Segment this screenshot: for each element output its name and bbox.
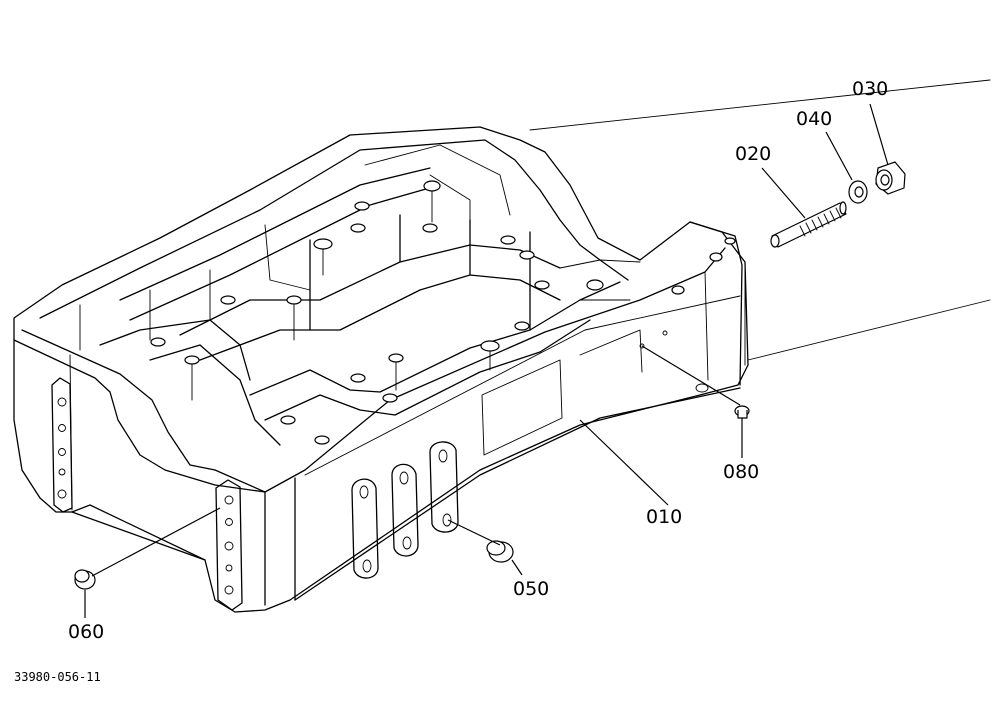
left-mount-plate	[51, 377, 73, 513]
plug-060	[74, 569, 96, 590]
callout-010: 010	[646, 506, 683, 528]
plug-080	[734, 405, 750, 419]
callout-060: 060	[68, 621, 105, 643]
side-mount-straps	[351, 441, 459, 579]
frame-housing	[13, 79, 991, 613]
leader-lines	[84, 103, 889, 618]
drawing-number: 33980-056-11	[14, 670, 101, 684]
front-mount-plate	[215, 479, 243, 611]
callout-080: 080	[723, 461, 760, 483]
callout-050: 050	[513, 578, 550, 600]
callout-020: 020	[735, 143, 772, 165]
washer	[848, 180, 868, 204]
callout-040: 040	[796, 108, 833, 130]
bosses	[150, 180, 736, 445]
nut	[875, 161, 906, 195]
plug-050	[486, 540, 514, 563]
callout-030: 030	[852, 78, 889, 100]
stud-bolt	[770, 201, 847, 248]
